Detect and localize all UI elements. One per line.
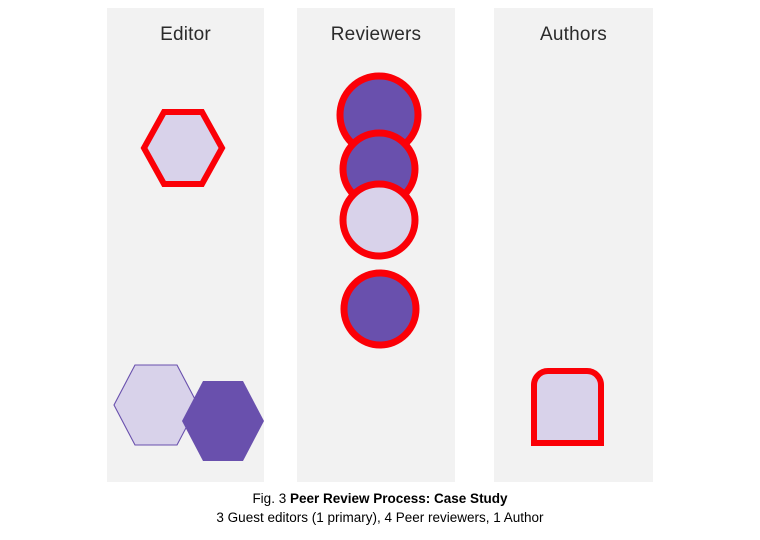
circle-reviewer-4 xyxy=(337,266,423,352)
hexagon-primary-editor xyxy=(140,108,226,188)
circle-reviewer-3 xyxy=(336,177,422,263)
caption-subtitle: 3 Guest editors (1 primary), 4 Peer revi… xyxy=(216,510,544,526)
caption-figure-number: Fig. 3 xyxy=(252,491,290,506)
caption-title: Peer Review Process: Case Study xyxy=(289,491,508,506)
hexagon-guest-editor-2 xyxy=(182,381,264,461)
figure-caption: Fig. 3 Peer Review Process: Case Study 3… xyxy=(0,490,760,527)
circle-reviewer-4-glyph xyxy=(340,269,420,349)
hexagon-primary-editor-glyph xyxy=(140,109,226,187)
circle-reviewer-3-glyph xyxy=(339,180,419,260)
column-title-authors: Authors xyxy=(540,24,607,45)
rounded-top-box-author-1-glyph xyxy=(531,368,604,446)
hexagon-guest-editor-1-glyph xyxy=(113,364,199,446)
column-title-editor: Editor xyxy=(160,24,211,45)
column-title-reviewers: Reviewers xyxy=(330,24,422,45)
caption-title-line: Fig. 3 Peer Review Process: Case Study xyxy=(0,490,760,508)
hexagon-guest-editor-2-glyph xyxy=(182,381,264,461)
hexagon-guest-editor-1 xyxy=(112,364,200,446)
rounded-top-box-author-1 xyxy=(530,367,608,447)
